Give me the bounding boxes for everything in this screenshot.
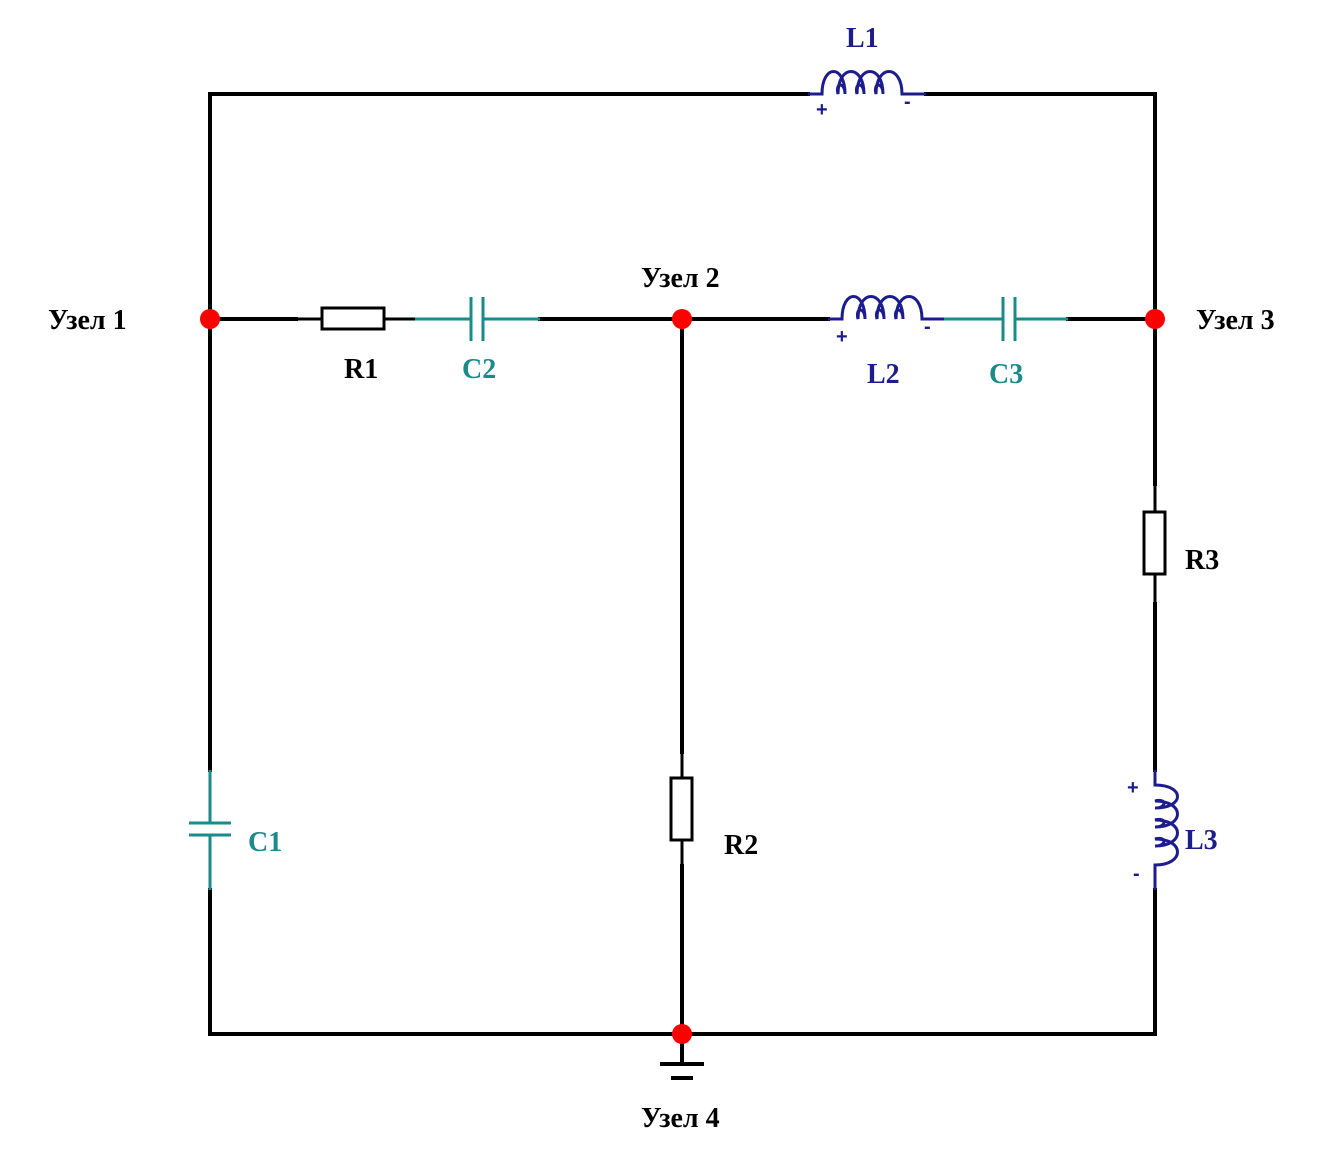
- capacitor-c1: [189, 770, 231, 890]
- inductor-l3: [1153, 770, 1179, 890]
- l2-minus: -: [924, 316, 931, 338]
- node-2-dot: [672, 309, 692, 329]
- capacitor-c2: [415, 297, 540, 341]
- wires: [208, 92, 1157, 1036]
- c2-label: C2: [462, 354, 496, 385]
- node-4-label: Узел 4: [641, 1103, 720, 1134]
- l3-label: L3: [1185, 825, 1218, 856]
- capacitor-c3: [944, 297, 1068, 341]
- l3-minus: -: [1133, 863, 1140, 885]
- l2-plus: +: [836, 326, 848, 348]
- node-1-label: Узел 1: [48, 305, 127, 336]
- l1-label: L1: [846, 23, 879, 54]
- r3-label: R3: [1185, 545, 1219, 576]
- l3-plus: +: [1127, 777, 1139, 799]
- node-4-dot: [672, 1024, 692, 1044]
- r2-label: R2: [724, 830, 758, 861]
- l1-minus: -: [904, 91, 911, 113]
- c1-label: C1: [248, 827, 282, 858]
- inductor-l1: [808, 70, 926, 96]
- r1-label: R1: [344, 354, 378, 385]
- node-3-dot: [1145, 309, 1165, 329]
- node-3-label: Узел 3: [1196, 305, 1275, 336]
- resistor-r2: [669, 752, 694, 866]
- resistor-r3: [1142, 484, 1167, 604]
- node-2-label: Узел 2: [641, 263, 720, 294]
- c3-label: C3: [989, 359, 1023, 390]
- inductor-l2: [828, 295, 944, 321]
- resistor-r1: [296, 306, 415, 331]
- l1-plus: +: [816, 99, 828, 121]
- l2-label: L2: [867, 359, 900, 390]
- node-1-dot: [200, 309, 220, 329]
